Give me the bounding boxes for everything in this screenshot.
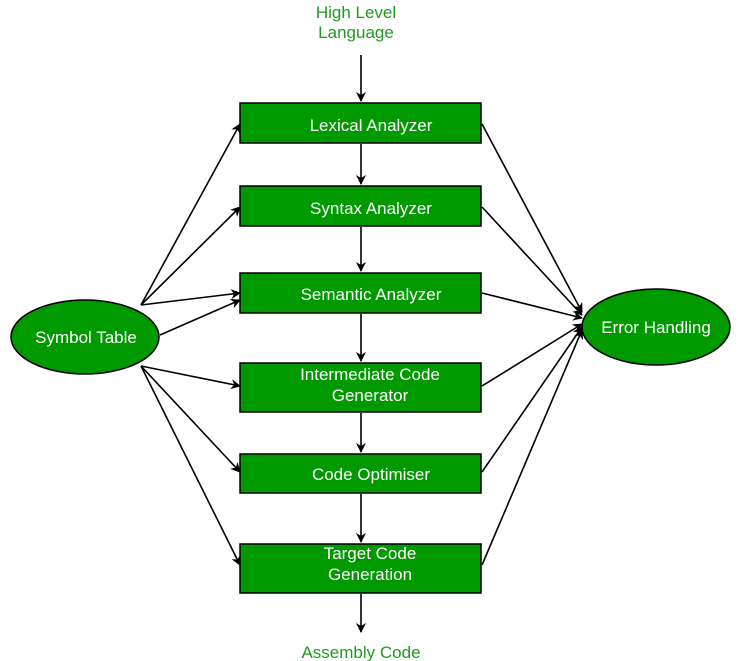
edge-target-to-error	[481, 329, 584, 566]
error-handling-node: Error Handling	[581, 288, 731, 366]
phase-target-label-line2: Generation	[328, 565, 412, 584]
phase-lexical-label: Lexical Analyzer	[310, 116, 433, 135]
edge-lexical-to-error	[481, 123, 583, 313]
phase-syntax-analyzer: Syntax Analyzer	[239, 185, 482, 227]
edge-symtab-to-optimiser	[140, 365, 241, 473]
edge-symtab-to-lexical	[140, 123, 241, 306]
phase-target-label-line1: Target Code	[324, 544, 417, 563]
phase-semantic-label: Semantic Analyzer	[301, 285, 442, 304]
phase-code-optimiser: Code Optimiser	[239, 453, 482, 494]
symbol-table-label: Symbol Table	[35, 328, 137, 347]
edge-semantic-to-error	[481, 292, 583, 321]
edge-symtab-to-syntax	[140, 206, 241, 306]
edge-intermediate-to-error	[481, 323, 583, 387]
edges	[140, 55, 584, 633]
edge-syntax-to-error	[481, 206, 583, 316]
edge-symtab-to-intermediate	[140, 365, 241, 390]
input-label-line2: Language	[318, 23, 394, 42]
edge-symtab-to-semantic-b	[159, 299, 241, 336]
symbol-table-node: Symbol Table	[10, 299, 160, 375]
edge-symtab-to-target	[140, 365, 241, 566]
phase-lexical-analyzer: Lexical Analyzer	[239, 102, 482, 144]
phase-semantic-analyzer: Semantic Analyzer	[239, 272, 482, 314]
phase-syntax-label: Syntax Analyzer	[310, 199, 432, 218]
phase-intermediate-code-generator: Intermediate Code Generator	[239, 362, 482, 413]
input-label-line1: High Level	[316, 3, 396, 22]
edge-optimiser-to-error	[481, 326, 583, 473]
edge-symtab-to-semantic-a	[140, 289, 241, 306]
error-handling-label: Error Handling	[601, 318, 711, 337]
output-label: Assembly Code	[301, 643, 420, 661]
phase-target-code-generation: Target Code Generation	[239, 543, 482, 594]
phase-intermediate-label-line1: Intermediate Code	[300, 365, 440, 384]
phase-intermediate-label-line2: Generator	[332, 386, 409, 405]
phase-optimiser-label: Code Optimiser	[312, 465, 430, 484]
